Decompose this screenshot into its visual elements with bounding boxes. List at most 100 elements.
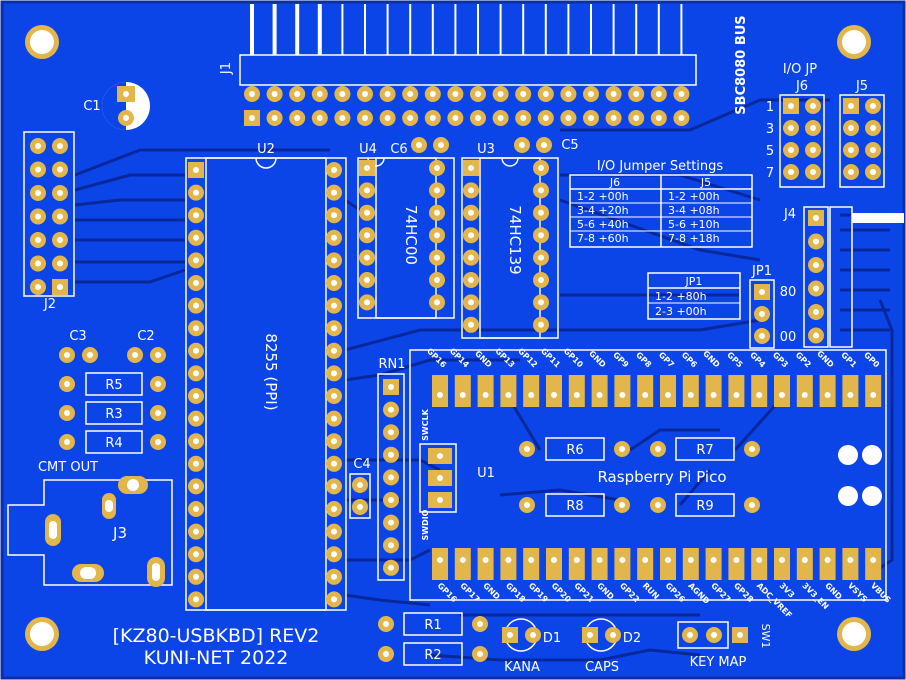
j1-body — [239, 54, 697, 86]
io-jumper-table: I/O Jumper Settings J6 J5 1-2 +00h 1-2 +… — [569, 159, 753, 248]
r5-body — [85, 372, 143, 396]
d1-label: D1 — [543, 631, 561, 646]
r1-hole — [383, 621, 389, 627]
j1-hole — [633, 91, 640, 97]
u2-hole — [193, 460, 199, 467]
j1-hole — [407, 115, 414, 121]
c5-hole — [541, 142, 547, 148]
j1-hole — [294, 115, 301, 121]
jp1-title: JP1 — [685, 275, 703, 288]
pico-bottom-hole — [733, 557, 740, 563]
c6-capacitor — [411, 137, 449, 153]
j4-label: J4 — [783, 207, 796, 222]
j2-hole — [57, 213, 63, 220]
j3-audio-jack: CMT OUT J3 — [7, 460, 173, 587]
pico-top-pad — [796, 375, 813, 407]
j6-number: 7 — [766, 166, 774, 181]
j3-pad — [152, 563, 160, 581]
r9-body — [675, 493, 735, 517]
resistor-r1: R1 — [378, 612, 488, 636]
cmt-out-label: CMT OUT — [38, 460, 98, 475]
r8-hole — [619, 502, 625, 508]
r4-label: R4 — [105, 436, 122, 451]
j1-pin-lines — [250, 4, 683, 55]
pico-top-pad — [682, 375, 699, 407]
j1-hole — [633, 115, 640, 121]
j1-hole — [678, 115, 685, 121]
pico-bottom-hole — [596, 557, 603, 563]
u2-hole — [331, 460, 337, 467]
u2-hole — [193, 234, 199, 241]
j1-hole — [655, 91, 662, 97]
resistor-r3: R3 — [59, 401, 166, 425]
j5-hole — [848, 125, 854, 131]
j5-pins — [843, 98, 881, 180]
u4-hole — [364, 209, 370, 216]
pico-bottom-pad — [865, 548, 882, 580]
j1-hole — [429, 115, 436, 121]
pico-bottom-hole — [824, 557, 831, 563]
j2-hole — [57, 237, 63, 243]
pico-top-hole — [619, 392, 626, 398]
j2-hole — [35, 213, 41, 220]
j4-outline — [803, 206, 829, 348]
pico-bottom-hole — [551, 557, 557, 563]
pico-bottom-pins — [432, 548, 882, 580]
u2-hole — [193, 438, 199, 445]
pico-top-pad — [568, 375, 585, 407]
j1-hole — [452, 91, 459, 97]
c3-capacitor: C3 — [59, 329, 98, 363]
pico-bottom-hole — [505, 557, 512, 563]
u2-hole — [193, 370, 199, 377]
j2-hole — [35, 143, 41, 149]
u3-label: U3 — [477, 142, 495, 157]
j1-hole — [384, 115, 391, 121]
u3-hole — [468, 232, 474, 239]
pico-test-pad — [862, 486, 882, 506]
d2-hole — [587, 632, 593, 638]
u2-hole — [331, 280, 337, 286]
pico-test-pad — [862, 445, 882, 465]
jp1-hole — [759, 333, 765, 339]
pico-top-hole — [642, 392, 649, 398]
c1-capacitor: C1 — [83, 82, 150, 130]
j6-label: J6 — [795, 79, 808, 94]
resistor-r5: R5 — [59, 372, 166, 396]
jp1-grid — [647, 272, 741, 320]
u2-hole — [193, 551, 199, 558]
j2-hole — [57, 143, 63, 149]
r1-body — [403, 612, 463, 636]
u2-hole — [193, 257, 199, 264]
u3-hole — [538, 277, 544, 283]
rn1-hole — [388, 384, 394, 390]
r6-hole — [524, 446, 530, 452]
u2-hole — [193, 415, 199, 422]
r2-label: R2 — [424, 648, 441, 663]
u4-74hc00: U4 C6 74HC00 — [357, 142, 455, 319]
u2-body — [205, 157, 327, 611]
pico-bottom-hole — [687, 557, 694, 563]
pico-top-pad — [774, 375, 790, 407]
r4-hole — [64, 439, 70, 445]
r7-hole — [749, 446, 755, 452]
d2-hole — [610, 632, 616, 638]
pico-bottom-hole — [573, 557, 580, 563]
j5-hole — [870, 103, 876, 109]
c2-capacitor: C2 — [127, 329, 166, 363]
pico-bottom-pad — [454, 548, 471, 580]
r7-hole — [655, 446, 661, 452]
pico-bottom-pad — [546, 548, 562, 580]
pico-top-pad — [432, 375, 448, 407]
j1-hole — [362, 91, 368, 97]
u2-label: U2 — [257, 142, 275, 157]
pico-test-pad — [838, 486, 858, 506]
pico-bottom-pad — [523, 548, 540, 580]
pico-top-hole — [596, 392, 603, 398]
j1-hole — [475, 91, 481, 97]
u3-hole — [468, 321, 474, 328]
j4-hole — [813, 215, 819, 221]
mounting-hole — [842, 622, 866, 646]
pico-bottom-hole — [870, 557, 877, 563]
u2-hole — [331, 596, 337, 603]
pico-bottom-pad — [819, 548, 836, 580]
